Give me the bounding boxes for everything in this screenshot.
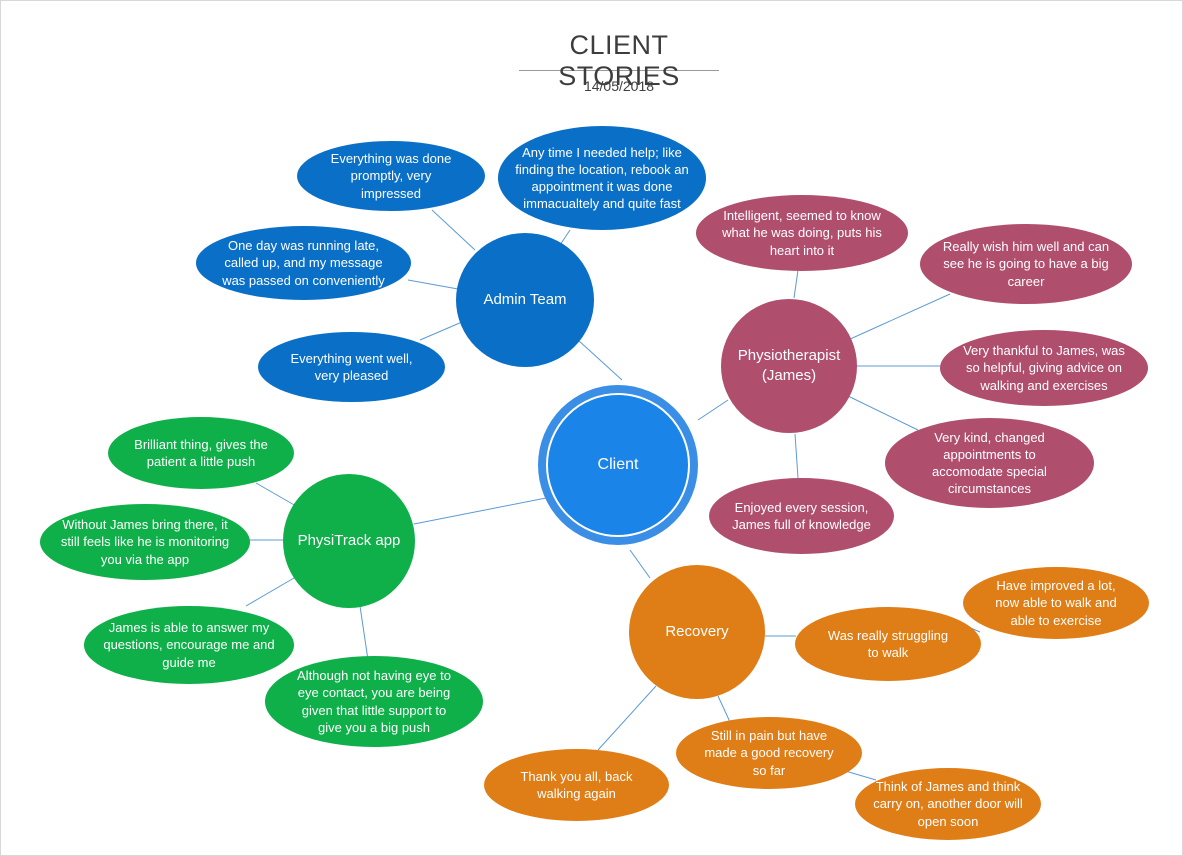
client-node: Client bbox=[546, 393, 690, 537]
app-story-text: Without James bring there, it still feel… bbox=[60, 517, 230, 567]
recovery-story-text: Have improved a lot, now able to walk an… bbox=[995, 578, 1117, 628]
physio-story-1: Intelligent, seemed to know what he was … bbox=[696, 195, 908, 271]
recovery-node: Recovery bbox=[629, 565, 765, 699]
app-story-3: James is able to answer my questions, en… bbox=[84, 606, 294, 684]
recovery-story-text: Thank you all, back walking again bbox=[520, 768, 633, 801]
link-recovery-story-3 bbox=[717, 695, 731, 723]
physio-story-text: Very thankful to James, was so helpful, … bbox=[963, 343, 1125, 393]
link-physio-story-1 bbox=[793, 269, 799, 299]
admin-story-3: One day was running late, called up, and… bbox=[196, 226, 411, 300]
physio-story-5: Enjoyed every session, James full of kno… bbox=[709, 478, 894, 554]
link-physio-story-2 bbox=[847, 293, 951, 341]
admin-story-text: Everything was done promptly, very impre… bbox=[330, 151, 452, 201]
recovery-story-2: Have improved a lot, now able to walk an… bbox=[963, 567, 1149, 639]
physio-story-3: Very thankful to James, was so helpful, … bbox=[940, 330, 1148, 406]
link-admin-story-4 bbox=[419, 321, 463, 341]
admin-story-text: Everything went well, very pleased bbox=[290, 350, 413, 383]
link-app-story-1 bbox=[255, 482, 297, 507]
link-client-physio bbox=[697, 399, 729, 421]
admin-story-text: Any time I needed help; like finding the… bbox=[515, 144, 689, 212]
recovery-story-4: Thank you all, back walking again bbox=[484, 749, 669, 821]
link-recovery-story-4 bbox=[597, 685, 657, 751]
app-story-2: Without James bring there, it still feel… bbox=[40, 504, 250, 580]
recovery-label: Recovery bbox=[665, 623, 729, 641]
physitrack-app-label: PhysiTrack app bbox=[297, 532, 401, 550]
physiotherapist-label: Physiotherapist (James) bbox=[737, 347, 841, 384]
recovery-story-1: Was really struggling to walk bbox=[795, 607, 981, 681]
admin-story-4: Everything went well, very pleased bbox=[258, 332, 445, 402]
physitrack-app-node: PhysiTrack app bbox=[283, 474, 415, 608]
physio-story-text: Very kind, changed appointments to accom… bbox=[932, 429, 1047, 497]
link-client-app bbox=[413, 497, 547, 525]
link-admin-story-1 bbox=[431, 209, 476, 251]
page-date: 14/05/2018 bbox=[583, 78, 655, 94]
recovery-story-5: Think of James and think carry on, anoth… bbox=[855, 768, 1041, 840]
app-story-text: Although not having eye to eye contact, … bbox=[297, 668, 451, 735]
physio-story-text: Really wish him well and can see he is g… bbox=[942, 239, 1110, 289]
recovery-story-text: Was really struggling to walk bbox=[827, 627, 949, 660]
admin-team-label: Admin Team bbox=[483, 291, 567, 309]
app-story-1: Brilliant thing, gives the patient a lit… bbox=[108, 417, 294, 489]
link-app-story-3 bbox=[245, 577, 295, 607]
physiotherapist-node: Physiotherapist (James) bbox=[721, 299, 857, 433]
admin-story-1: Everything was done promptly, very impre… bbox=[297, 141, 485, 211]
recovery-story-3: Still in pain but have made a good recov… bbox=[676, 717, 862, 789]
admin-story-2: Any time I needed help; like finding the… bbox=[498, 126, 706, 230]
physio-story-text: Intelligent, seemed to know what he was … bbox=[722, 208, 882, 258]
link-client-admin bbox=[577, 339, 623, 381]
admin-story-text: One day was running late, called up, and… bbox=[222, 238, 385, 288]
physio-story-4: Very kind, changed appointments to accom… bbox=[885, 418, 1094, 508]
app-story-text: James is able to answer my questions, en… bbox=[103, 620, 275, 670]
link-admin-story-3 bbox=[407, 279, 459, 290]
recovery-story-text: Think of James and think carry on, anoth… bbox=[873, 779, 1023, 829]
client-label: Client bbox=[597, 456, 639, 473]
physio-story-2: Really wish him well and can see he is g… bbox=[920, 224, 1132, 304]
admin-team-node: Admin Team bbox=[456, 233, 594, 367]
physio-story-text: Enjoyed every session, James full of kno… bbox=[732, 499, 871, 532]
recovery-story-text: Still in pain but have made a good recov… bbox=[704, 728, 834, 778]
app-story-text: Brilliant thing, gives the patient a lit… bbox=[134, 436, 268, 469]
link-client-recovery bbox=[629, 549, 651, 579]
app-story-4: Although not having eye to eye contact, … bbox=[265, 656, 483, 747]
link-app-story-4 bbox=[359, 605, 369, 661]
page-title: CLIENT STORIES bbox=[519, 30, 719, 91]
link-physio-story-4 bbox=[847, 395, 919, 431]
link-physio-story-5 bbox=[794, 433, 799, 479]
